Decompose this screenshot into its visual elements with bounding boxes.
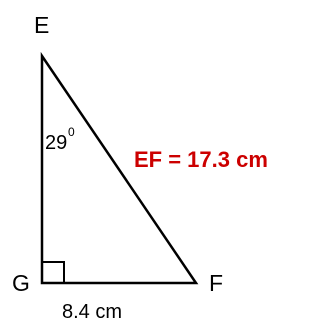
angle-label: 29 [45,132,67,154]
vertex-label-g: G [12,270,30,296]
vertex-label-e: E [34,12,49,38]
hypotenuse-result: EF = 17.3 cm [134,147,268,172]
base-length-label: 8.4 cm [62,301,122,322]
angle-degree-mark: 0 [68,125,75,139]
right-angle-marker [42,261,65,283]
vertex-label-f: F [209,270,223,296]
triangle-efg [40,51,199,285]
